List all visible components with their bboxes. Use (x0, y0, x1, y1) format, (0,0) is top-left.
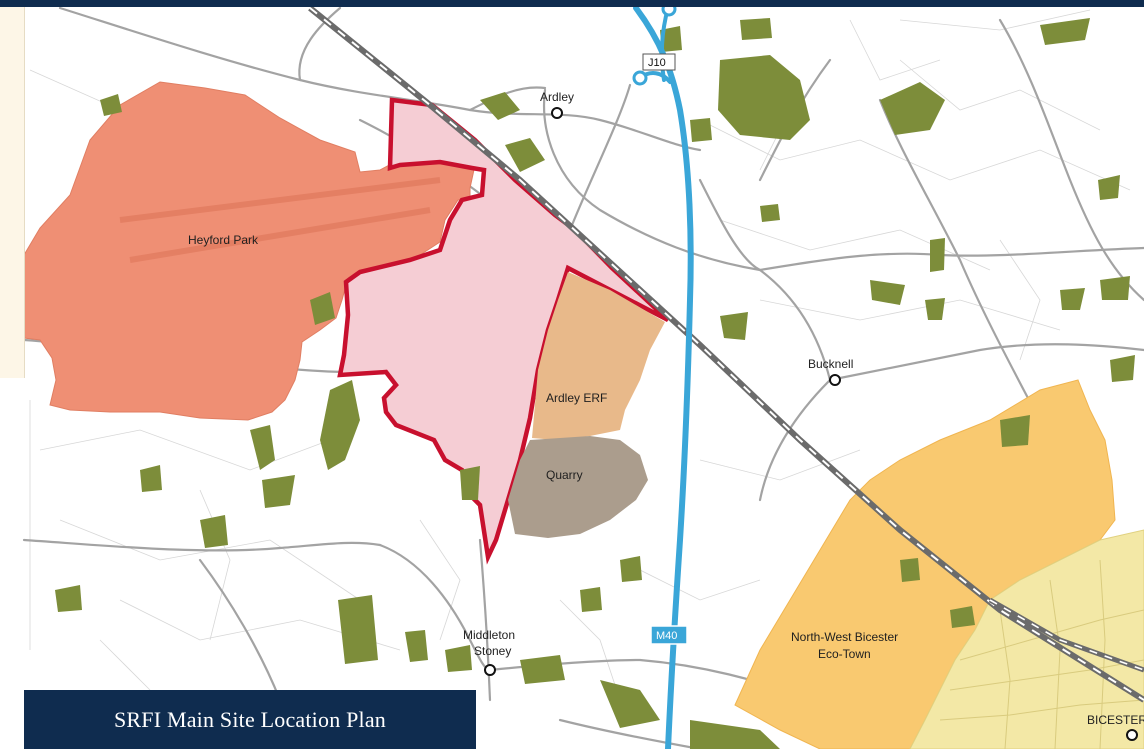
title-box: SRFI Main Site Location Plan (24, 690, 476, 749)
bucknell-marker (829, 374, 841, 386)
map-labels: Heyford Park Ardley Ardley ERF Quarry Bu… (188, 90, 1144, 727)
side-panel (0, 0, 25, 378)
j10-marker (632, 70, 648, 86)
bicester-marker (1126, 729, 1138, 741)
ardley-label: Ardley (540, 90, 574, 104)
nw-bicester-label-line1: North-West Bicester (791, 630, 898, 644)
bicester-town-area (909, 529, 1144, 749)
m40-label: M40 (656, 630, 677, 642)
woodland-patches (55, 18, 1135, 749)
stoney-label: Stoney (474, 644, 511, 658)
j10-shield: J10 (642, 53, 676, 71)
ardley-erf-label: Ardley ERF (546, 391, 607, 405)
bucknell-label: Bucknell (808, 357, 853, 371)
ardley-erf-area (532, 272, 665, 440)
quarry-label: Quarry (546, 468, 583, 482)
map-title: SRFI Main Site Location Plan (113, 706, 387, 732)
heyford-park-label: Heyford Park (188, 233, 259, 247)
bicester-streets (939, 559, 1144, 749)
railway-line (308, 5, 1144, 703)
nw-bicester-label-line2: Eco-Town (818, 647, 871, 661)
quarry-area (508, 436, 648, 538)
j10-label: J10 (648, 57, 666, 69)
bicester-label: BICESTER (1087, 713, 1144, 727)
middleton-stoney-marker (484, 664, 496, 676)
middleton-label: Middleton (463, 628, 515, 642)
ardley-marker (551, 107, 563, 119)
heyford-runways (119, 177, 441, 263)
top-bar (0, 0, 1144, 7)
srfi-site-boundary (337, 97, 670, 565)
place-markers (484, 107, 1138, 741)
m40-shield: M40 (650, 625, 688, 645)
